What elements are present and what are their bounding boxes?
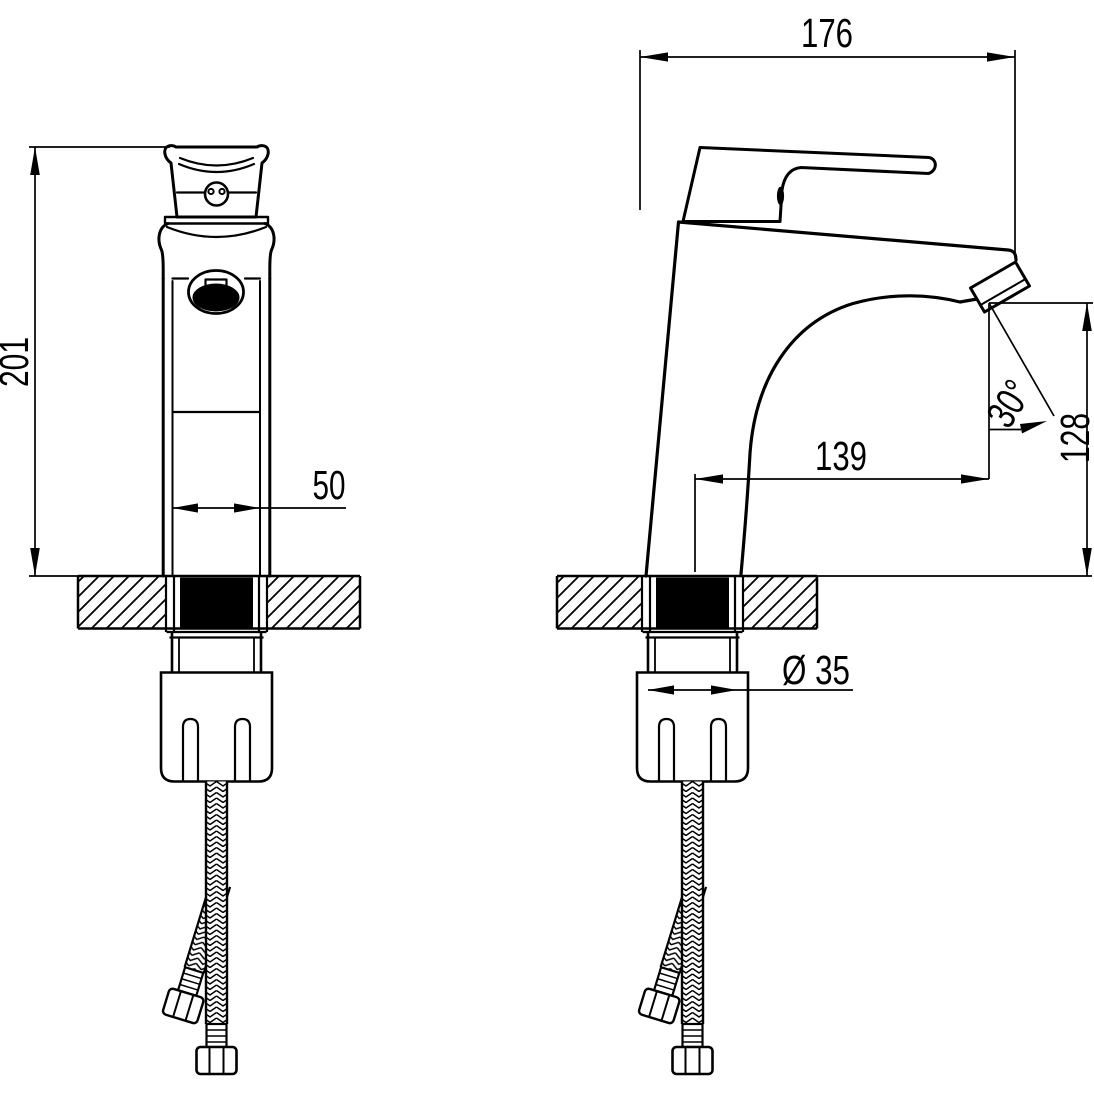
front-countertop <box>76 574 362 630</box>
handle-arc-upper <box>178 156 255 167</box>
angle-flow-line <box>988 302 1055 417</box>
arrowhead-angle <box>1020 421 1047 434</box>
arrowhead-left <box>172 503 198 513</box>
countertop-outline <box>555 574 819 630</box>
dimension-angle-30: 30° <box>977 302 1055 479</box>
temp-indicator-side <box>776 186 785 206</box>
body-front-curve <box>739 294 979 576</box>
arrowhead-left <box>648 685 674 695</box>
countertop-hatch-right <box>743 576 817 629</box>
countertop-hatch-left <box>78 576 167 629</box>
arrowhead-right <box>961 474 989 484</box>
dimension-spout-height-128: 128 <box>989 302 1094 576</box>
dim-lines <box>29 146 170 577</box>
dimension-reach-139: 139 <box>694 433 989 572</box>
dim-label-spout-height: 128 <box>1052 413 1094 463</box>
arrowhead-down <box>30 548 40 576</box>
body-top-edge <box>676 220 1018 262</box>
side-faucet <box>644 146 1031 578</box>
spout-tip-cap-line <box>979 278 1027 306</box>
arrowhead-right <box>987 52 1015 62</box>
arrowhead-up <box>1082 303 1092 331</box>
side-view <box>555 146 1092 1076</box>
dimension-depth-176: 176 <box>639 10 1016 258</box>
dimension-height-201: 201 <box>0 146 170 577</box>
dim-label-shank-diameter: Ø 35 <box>782 647 850 693</box>
dim-lines <box>694 474 989 572</box>
arrowhead-down <box>1082 548 1092 576</box>
shoulder-arc <box>165 225 268 239</box>
countertop-hatch-left <box>557 576 642 629</box>
front-view <box>76 144 362 1076</box>
arrowhead-left <box>695 474 723 484</box>
dim-label-depth: 176 <box>801 10 853 56</box>
countertop-hatch-right <box>267 576 360 629</box>
arrowhead-right <box>711 685 737 695</box>
aerator-outlet <box>192 283 240 312</box>
handle-flange <box>163 215 270 225</box>
handle-lever <box>681 146 937 223</box>
body-inner-lines <box>171 280 261 577</box>
dim-label-height: 201 <box>0 337 37 387</box>
spout-tip-block <box>969 260 1031 314</box>
body-back-edge <box>644 220 681 578</box>
side-undermount <box>635 574 750 1076</box>
handle-arc-lower <box>177 162 256 174</box>
front-undermount <box>159 574 274 1076</box>
shoulder-sides <box>157 222 276 280</box>
body-outer-sides <box>161 277 272 578</box>
dim-lines <box>639 50 1016 258</box>
front-faucet <box>157 144 276 578</box>
dimension-width-50: 50 <box>172 462 346 513</box>
dim-lines <box>989 302 1093 576</box>
countertop-outline <box>76 574 362 630</box>
arrowhead-up <box>30 147 40 175</box>
arrowhead-right <box>234 503 260 513</box>
temp-indicator-dot-right <box>218 187 226 196</box>
dimension-shank-diameter-35: Ø 35 <box>648 647 853 695</box>
side-countertop <box>555 574 1092 630</box>
dim-label-body-width: 50 <box>313 462 346 508</box>
arrowhead-left <box>640 52 668 62</box>
dim-label-spout-reach: 139 <box>815 433 867 479</box>
temp-indicator-dot-left <box>207 187 215 196</box>
